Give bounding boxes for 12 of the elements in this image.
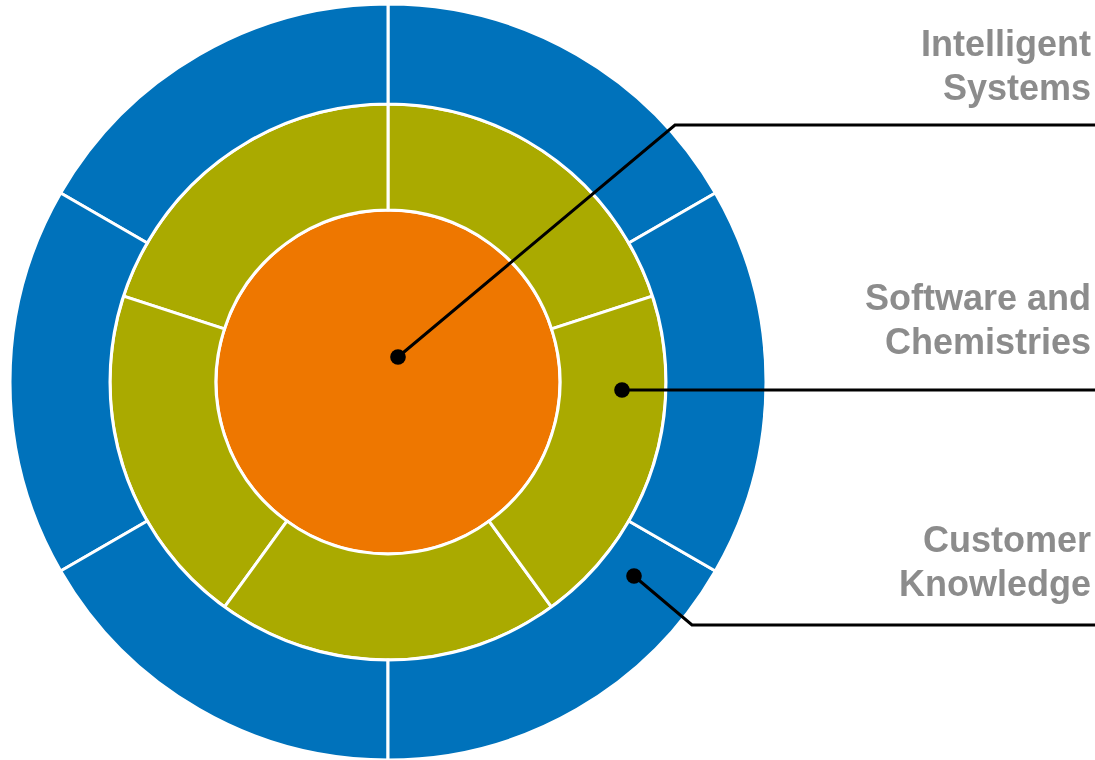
ring-segment	[627, 191, 767, 573]
ring-segment	[386, 519, 717, 760]
leader-line	[626, 568, 1095, 627]
leader-line	[614, 382, 1095, 398]
label-text: Software and Chemistries	[816, 276, 1091, 389]
ring-segment	[487, 294, 667, 609]
label-text: Intelligent Systems	[816, 22, 1091, 124]
label-text: Customer Knowledge	[816, 518, 1091, 624]
ring-segment	[59, 2, 390, 245]
ring-segment	[59, 519, 390, 760]
leader-line	[390, 123, 1095, 365]
ring-segment	[386, 2, 717, 245]
